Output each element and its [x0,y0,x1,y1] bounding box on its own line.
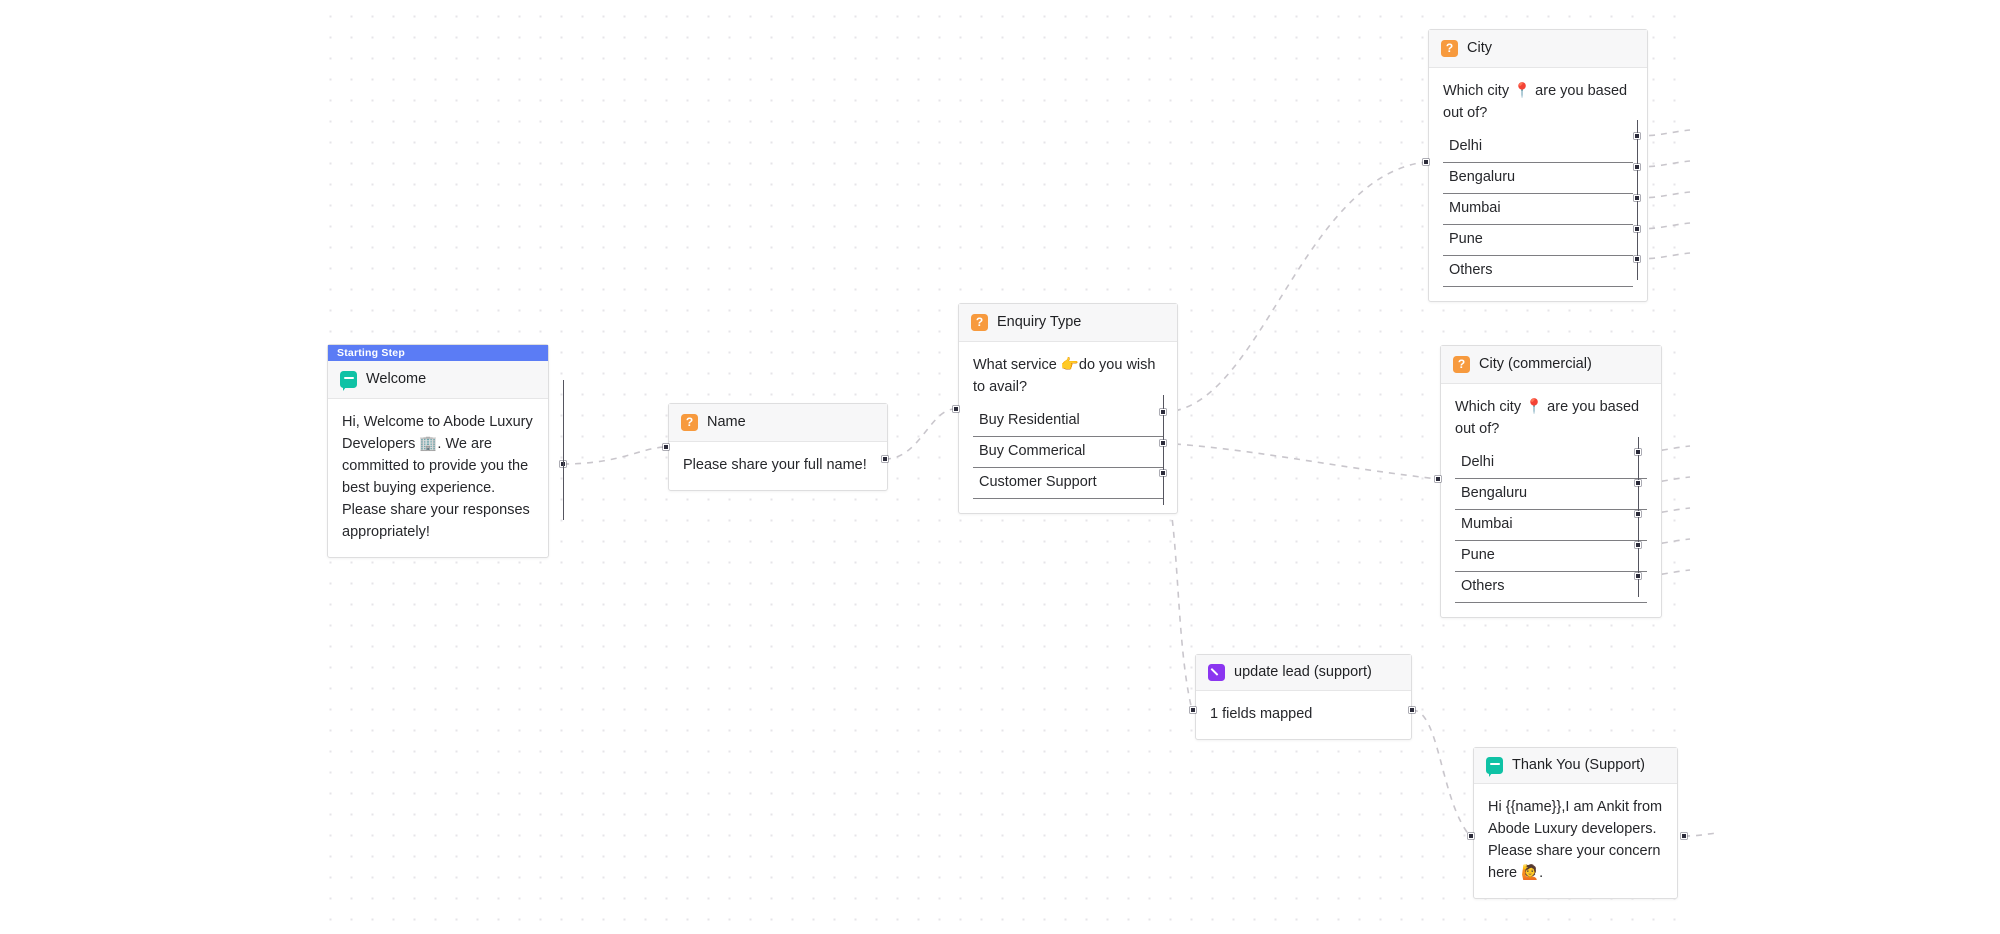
port-citycom-out-pune[interactable] [1635,542,1641,548]
node-welcome-header[interactable]: Welcome [328,361,548,399]
node-city-header[interactable]: ? City [1429,30,1647,68]
port-enquiry-out-support[interactable] [1160,470,1166,476]
port-thank-you-out[interactable] [1681,833,1687,839]
node-city-body: Which city 📍 are you based out of? Delhi… [1429,68,1647,301]
node-enquiry-type[interactable]: ? Enquiry Type What service 👉do you wish… [958,303,1178,514]
option-citycom-delhi[interactable]: Delhi [1455,448,1647,479]
node-enquiry-type-body: What service 👉do you wish to avail? Buy … [959,342,1177,513]
port-city-out-others[interactable] [1634,256,1640,262]
port-citycom-out-delhi[interactable] [1635,449,1641,455]
node-update-lead[interactable]: update lead (support) 1 fields mapped [1195,654,1412,741]
chat-icon [1486,757,1503,778]
option-citycom-bengaluru[interactable]: Bengaluru [1455,479,1647,510]
node-name[interactable]: ? Name Please share your full name! [668,403,888,491]
port-name-out[interactable] [882,456,888,462]
port-enquiry-out-residential[interactable] [1160,409,1166,415]
port-city-out-delhi[interactable] [1634,133,1640,139]
node-thank-you-body: Hi {{name}},I am Ankit from Abode Luxury… [1474,784,1677,898]
port-city-out-pune[interactable] [1634,226,1640,232]
pencil-icon [1208,664,1225,681]
node-enquiry-type-header[interactable]: ? Enquiry Type [959,304,1177,342]
port-name-in[interactable] [663,444,669,450]
node-city-commercial[interactable]: ? City (commercial) Which city 📍 are you… [1440,345,1662,618]
node-thank-you[interactable]: Thank You (Support) Hi {{name}},I am Ank… [1473,747,1678,900]
node-welcome-title: Welcome [366,371,427,387]
option-citycom-pune[interactable]: Pune [1455,541,1647,572]
node-update-lead-header[interactable]: update lead (support) [1196,655,1411,691]
node-name-text: Please share your full name! [683,456,867,473]
port-update-lead-out[interactable] [1409,707,1415,713]
question-icon: ? [1453,355,1470,373]
stub-citycom-right [1638,437,1639,597]
port-citycom-out-others[interactable] [1635,573,1641,579]
option-buy-commerical[interactable]: Buy Commerical [973,437,1163,468]
stub-enquiry-right [1163,395,1164,505]
node-city-text: Which city 📍 are you based out of? [1443,82,1628,121]
option-city-mumbai[interactable]: Mumbai [1443,194,1633,225]
node-name-body: Please share your full name! [669,442,887,490]
port-citycom-out-mumbai[interactable] [1635,511,1641,517]
edge-thank-you-out [1683,832,1719,837]
node-city[interactable]: ? City Which city 📍 are you based out of… [1428,29,1648,302]
option-city-delhi[interactable]: Delhi [1443,132,1633,163]
node-city-options: Delhi Bengaluru Mumbai Pune Others [1443,132,1633,287]
option-city-bengaluru[interactable]: Bengaluru [1443,163,1633,194]
node-city-commercial-options: Delhi Bengaluru Mumbai Pune Others [1455,448,1647,603]
port-enquiry-in[interactable] [953,406,959,412]
node-thank-you-title: Thank You (Support) [1512,757,1646,774]
port-thank-you-in[interactable] [1468,833,1474,839]
node-name-header[interactable]: ? Name [669,404,887,442]
option-city-others[interactable]: Others [1443,256,1633,287]
port-citycom-out-bengaluru[interactable] [1635,480,1641,486]
option-buy-residential[interactable]: Buy Residential [973,406,1163,437]
node-name-title: Name [707,414,746,430]
node-city-commercial-title: City (commercial) [1479,356,1592,372]
question-icon: ? [971,313,988,331]
port-update-lead-in[interactable] [1190,707,1196,713]
port-city-commercial-in[interactable] [1435,476,1441,482]
option-citycom-others[interactable]: Others [1455,572,1647,603]
node-welcome[interactable]: Starting Step Welcome Hi, Welcome to Abo… [327,344,549,559]
starting-step-label: Starting Step [337,347,405,359]
node-welcome-text: Hi, Welcome to Abode Luxury Developers 🏢… [342,413,533,540]
option-citycom-mumbai[interactable]: Mumbai [1455,510,1647,541]
node-enquiry-type-options: Buy Residential Buy Commerical Customer … [973,406,1163,499]
node-enquiry-type-title: Enquiry Type [997,314,1082,330]
question-icon: ? [1441,39,1458,57]
node-update-lead-title: update lead (support) [1234,664,1372,681]
port-city-out-mumbai[interactable] [1634,195,1640,201]
node-welcome-body: Hi, Welcome to Abode Luxury Developers 🏢… [328,399,548,557]
port-city-out-bengaluru[interactable] [1634,164,1640,170]
node-city-title: City [1467,40,1492,56]
node-update-lead-text: 1 fields mapped [1210,706,1313,722]
node-city-commercial-header[interactable]: ? City (commercial) [1441,346,1661,384]
port-city-in[interactable] [1423,159,1429,165]
port-enquiry-out-commerical[interactable] [1160,440,1166,446]
node-thank-you-text: Hi {{name}},I am Ankit from Abode Luxury… [1488,799,1663,882]
node-city-commercial-body: Which city 📍 are you based out of? Delhi… [1441,384,1661,617]
node-enquiry-type-text: What service 👉do you wish to avail? [973,356,1156,395]
node-city-commercial-text: Which city 📍 are you based out of? [1455,398,1640,437]
node-update-lead-body: 1 fields mapped [1196,691,1411,739]
stub-welcome-left [563,380,564,520]
question-icon: ? [681,413,698,431]
option-customer-support[interactable]: Customer Support [973,468,1163,499]
chat-icon [340,370,357,392]
option-city-pune[interactable]: Pune [1443,225,1633,256]
starting-step-banner: Starting Step [328,345,548,361]
node-thank-you-header[interactable]: Thank You (Support) [1474,748,1677,784]
